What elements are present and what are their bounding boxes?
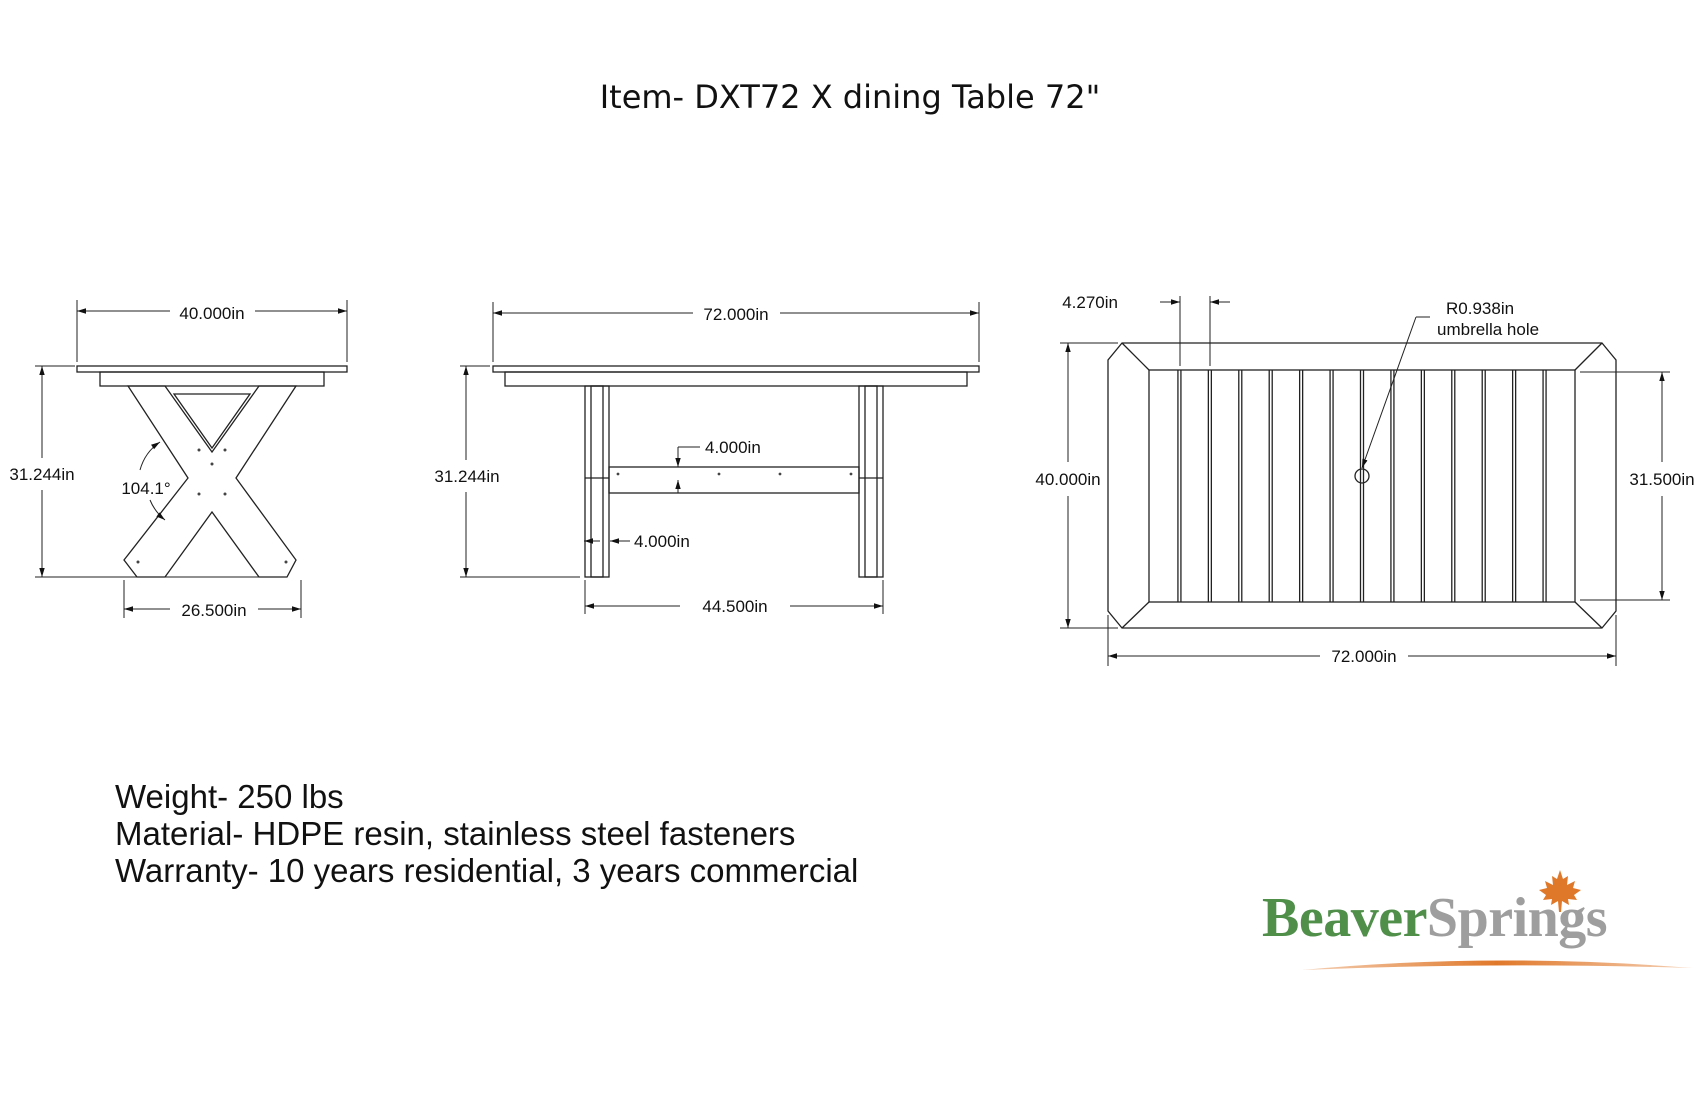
dim-end-height: 31.244in (9, 465, 74, 484)
side-view-apron (504, 371, 968, 387)
dim-leg-width: 4.000in (634, 532, 690, 551)
drawing-title: Item- DXT72 X dining Table 72" (599, 78, 1101, 116)
brand-swoosh (1302, 960, 1692, 970)
brand-name-beaver: Beaver (1262, 887, 1427, 949)
end-view (35, 300, 348, 618)
spec-warranty: Warranty- 10 years residential, 3 years … (115, 852, 859, 889)
top-view-frame (1107, 342, 1617, 629)
side-view (460, 302, 980, 614)
brand-name-springs: Springs (1426, 887, 1608, 949)
specifications: Weight- 250 lbs Material- HDPE resin, st… (115, 778, 858, 889)
dim-slat-width: 4.270in (1062, 293, 1118, 312)
dim-end-angle: 104.1° (121, 479, 170, 498)
dim-top-width: 40.000in (1035, 470, 1100, 489)
end-view-x-frame (123, 385, 298, 578)
side-view-stretcher (608, 466, 860, 494)
top-view (1060, 296, 1670, 666)
end-view-tabletop (76, 365, 348, 373)
dim-stretcher-height: 4.000in (705, 438, 761, 457)
dim-top-length: 72.000in (1331, 647, 1396, 666)
maple-leaf-icon (1539, 870, 1581, 912)
top-view-slat-panel (1148, 369, 1576, 603)
umbrella-hole-label: umbrella hole (1437, 320, 1539, 339)
brand-logo: BeaverSprings (1262, 870, 1692, 982)
top-view-slats (1177, 370, 1547, 602)
side-view-right-leg (858, 385, 884, 578)
spec-weight: Weight- 250 lbs (115, 778, 344, 815)
side-view-tabletop (492, 365, 980, 373)
dim-side-length: 72.000in (703, 305, 768, 324)
dim-side-height: 31.244in (434, 467, 499, 486)
end-view-cutout (172, 393, 252, 450)
umbrella-hole (1354, 468, 1370, 484)
dim-end-width: 40.000in (179, 304, 244, 323)
spec-material: Material- HDPE resin, stainless steel fa… (115, 815, 796, 852)
dim-top-inner-width: 31.500in (1629, 470, 1694, 489)
dim-end-foot-span: 26.500in (181, 601, 246, 620)
end-view-apron (99, 371, 325, 387)
side-view-left-leg (584, 385, 610, 578)
dim-leg-span: 44.500in (702, 597, 767, 616)
dim-hole-radius: R0.938in (1446, 299, 1514, 318)
